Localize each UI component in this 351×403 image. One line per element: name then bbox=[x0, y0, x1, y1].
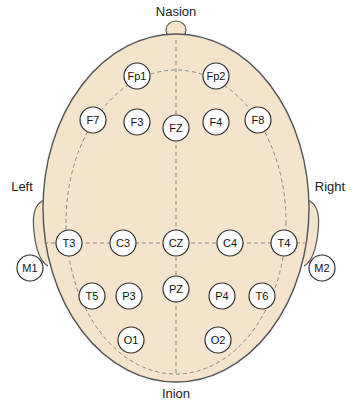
electrode-label: Fp2 bbox=[207, 71, 226, 82]
electrode-label: FZ bbox=[169, 123, 182, 134]
electrode: Fp2 bbox=[202, 62, 230, 90]
electrode-label: CZ bbox=[169, 238, 184, 249]
electrode-label: P4 bbox=[215, 291, 228, 302]
electrode-label: PZ bbox=[169, 284, 183, 295]
electrode-label: F3 bbox=[131, 117, 144, 128]
electrode-label: M1 bbox=[22, 263, 37, 274]
electrode: T4 bbox=[270, 229, 298, 257]
electrode: O1 bbox=[117, 326, 145, 354]
orientation-label: Left bbox=[11, 180, 33, 193]
electrode: F3 bbox=[123, 108, 151, 136]
electrode: PZ bbox=[162, 275, 190, 303]
electrode: P4 bbox=[208, 282, 236, 310]
electrode-label: T3 bbox=[63, 238, 76, 249]
electrode-label: O1 bbox=[124, 335, 139, 346]
electrode: T3 bbox=[55, 229, 83, 257]
electrode-label: O2 bbox=[211, 335, 226, 346]
electrode-label: P3 bbox=[122, 291, 135, 302]
electrode: F8 bbox=[244, 106, 272, 134]
electrode-label: T6 bbox=[256, 291, 269, 302]
electrode: C3 bbox=[109, 229, 137, 257]
electrode: C4 bbox=[216, 229, 244, 257]
electrode-label: F4 bbox=[210, 117, 223, 128]
electrode-label: C4 bbox=[223, 238, 237, 249]
electrode: FZ bbox=[162, 114, 190, 142]
electrode: F7 bbox=[79, 106, 107, 134]
electrode: F4 bbox=[202, 108, 230, 136]
electrode: O2 bbox=[204, 326, 232, 354]
electrode-label: T4 bbox=[278, 238, 291, 249]
orientation-label: Inion bbox=[162, 387, 190, 400]
midline bbox=[176, 40, 177, 376]
electrode: T6 bbox=[248, 282, 276, 310]
electrode-label: C3 bbox=[116, 238, 130, 249]
orientation-label: Right bbox=[315, 180, 345, 193]
head bbox=[43, 34, 309, 382]
electrode: CZ bbox=[162, 229, 190, 257]
electrode-label: F7 bbox=[87, 115, 100, 126]
electrode-label: M2 bbox=[314, 263, 329, 274]
orientation-label: Nasion bbox=[156, 5, 196, 18]
electrode: M1 bbox=[16, 254, 44, 282]
electrode-label: T5 bbox=[86, 291, 99, 302]
electrode-label: F8 bbox=[252, 115, 265, 126]
electrode: Fp1 bbox=[123, 62, 151, 90]
electrode: T5 bbox=[78, 282, 106, 310]
electrode-label: Fp1 bbox=[128, 71, 147, 82]
electrode: M2 bbox=[308, 254, 336, 282]
electrode: P3 bbox=[115, 282, 143, 310]
